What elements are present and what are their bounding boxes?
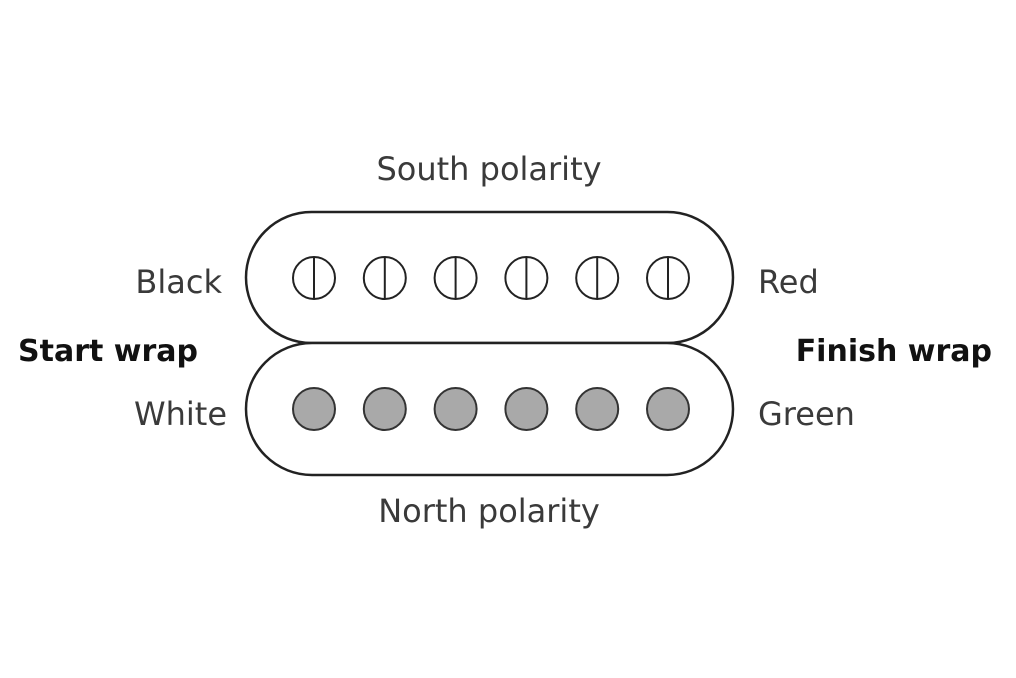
north-polarity-label: North polarity	[378, 492, 600, 530]
south-pole-pieces	[292, 256, 690, 300]
north-pole-pieces	[292, 387, 690, 431]
north-pole-5	[575, 387, 620, 431]
green-wire-label: Green	[758, 395, 855, 433]
finish-wrap-label: Finish wrap	[796, 334, 992, 369]
black-wire-label: Black	[135, 263, 222, 301]
white-wire-label: White	[134, 395, 227, 433]
north-pole-6	[646, 387, 690, 431]
north-pole-4	[504, 387, 549, 431]
north-coil-outline	[244, 341, 735, 477]
north-pole-1	[292, 387, 336, 431]
south-coil	[244, 210, 735, 345]
north-pole-3	[433, 387, 478, 431]
south-polarity-label: South polarity	[376, 150, 601, 188]
north-coil	[244, 341, 735, 477]
north-pole-2	[362, 387, 407, 431]
red-wire-label: Red	[758, 263, 819, 301]
start-wrap-label: Start wrap	[18, 334, 198, 369]
